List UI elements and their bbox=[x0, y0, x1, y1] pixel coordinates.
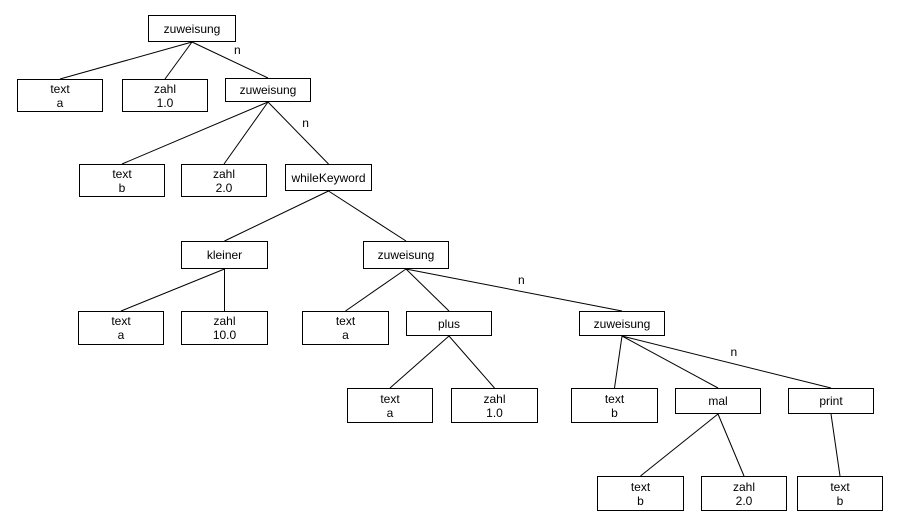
tree-edge bbox=[328, 190, 407, 242]
node-label: text bbox=[604, 391, 625, 406]
edge-label: n bbox=[518, 273, 525, 287]
node-value: b bbox=[611, 405, 618, 420]
node-label: zuweisung bbox=[239, 83, 297, 97]
node-label: mal bbox=[708, 394, 728, 408]
node-label: zahl bbox=[213, 314, 236, 328]
node-value: 2.0 bbox=[215, 180, 233, 195]
node-value: b bbox=[836, 493, 844, 508]
node-zuweisung: zuweisung bbox=[148, 15, 236, 42]
node-label: text bbox=[111, 314, 131, 328]
edge-label: n bbox=[234, 43, 241, 57]
node-value: 10.0 bbox=[212, 328, 237, 342]
node-label: zahl bbox=[153, 81, 176, 96]
tree-edge bbox=[405, 268, 450, 312]
node-label: text bbox=[335, 314, 356, 328]
node-label: zuweisung bbox=[593, 316, 651, 331]
tree-edge bbox=[717, 413, 745, 477]
tree-edge bbox=[621, 335, 719, 389]
node-plus: plus bbox=[406, 311, 492, 336]
tree-edge bbox=[191, 41, 269, 79]
node-kleiner: kleiner bbox=[181, 241, 268, 269]
tree-edge bbox=[121, 101, 269, 165]
node-value: 2.0 bbox=[735, 493, 753, 508]
node-value: b bbox=[118, 180, 126, 195]
node-label: text bbox=[380, 391, 400, 406]
node-value: a bbox=[386, 405, 394, 420]
node-value: a bbox=[342, 328, 349, 342]
tree-edge bbox=[448, 335, 495, 389]
node-label: kleiner bbox=[206, 248, 243, 262]
node-value: b bbox=[637, 493, 644, 508]
node-label: zahl bbox=[483, 391, 506, 406]
node-label: zuweisung bbox=[377, 248, 435, 262]
node-label: text bbox=[830, 479, 850, 494]
tree-edge bbox=[164, 41, 193, 80]
node-label: zahl bbox=[212, 166, 235, 181]
node-whilekeyword: whileKeyword bbox=[285, 164, 372, 191]
node-label: text bbox=[50, 81, 70, 96]
node-zuweisung: zuweisung bbox=[225, 78, 311, 102]
edge-label: n bbox=[731, 345, 738, 359]
tree-edge bbox=[223, 101, 269, 165]
tree-edge bbox=[621, 335, 832, 389]
node-value: a bbox=[117, 328, 125, 342]
node-value: 1.0 bbox=[156, 95, 174, 110]
node-label: text bbox=[630, 479, 651, 494]
node-label: whileKeyword bbox=[291, 170, 366, 185]
tree-edge bbox=[830, 413, 841, 477]
node-value: 1.0 bbox=[486, 405, 503, 420]
tree-edge bbox=[267, 101, 329, 165]
tree-edge bbox=[345, 268, 407, 312]
node-label: print bbox=[819, 394, 843, 408]
node-print: print bbox=[788, 388, 874, 414]
tree-edge bbox=[640, 413, 719, 477]
node-label: zahl bbox=[732, 479, 755, 494]
node-label: zuweisung bbox=[163, 21, 221, 36]
edge-label: n bbox=[302, 116, 309, 130]
node-zuweisung: zuweisung bbox=[579, 311, 665, 336]
node-zuweisung: zuweisung bbox=[363, 241, 449, 269]
node-mal: mal bbox=[675, 388, 761, 414]
tree-edge bbox=[224, 190, 329, 242]
node-value: a bbox=[56, 95, 64, 110]
node-label: plus bbox=[437, 316, 460, 331]
node-label: text bbox=[112, 166, 132, 181]
tree-edge bbox=[120, 268, 225, 312]
tree-edge bbox=[389, 335, 450, 389]
tree-edge bbox=[614, 335, 623, 389]
tree-edge bbox=[59, 41, 193, 80]
tree-edge bbox=[405, 268, 623, 312]
